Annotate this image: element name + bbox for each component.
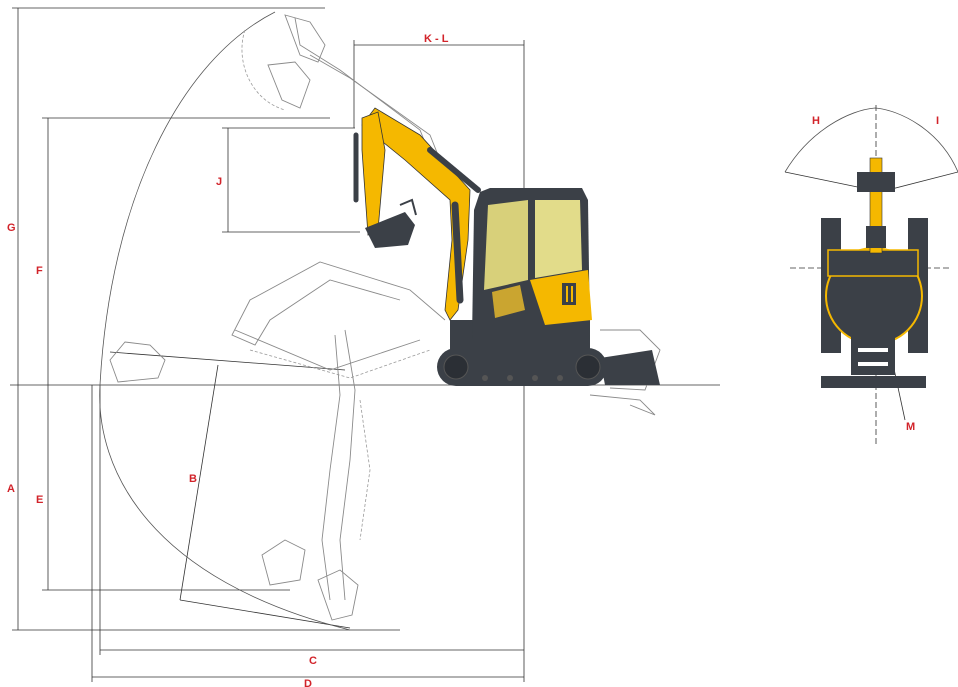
label-f: F (36, 265, 43, 277)
dimension-lines (10, 7, 720, 682)
excavator-side-view (353, 107, 660, 386)
stick (361, 111, 386, 236)
label-c: C (309, 655, 317, 667)
engine-cover (530, 270, 592, 325)
label-m: M (906, 421, 915, 433)
front-blade (821, 376, 926, 388)
label-i: I (936, 115, 939, 127)
label-h: H (812, 115, 820, 127)
label-e: E (36, 494, 43, 506)
bucket (365, 212, 415, 248)
label-kl: K - L (424, 33, 449, 45)
label-a: A (7, 483, 15, 495)
label-g: G (7, 222, 16, 234)
track (437, 348, 607, 386)
label-j: J (216, 176, 222, 188)
label-d: D (304, 678, 312, 687)
label-b: B (189, 473, 197, 485)
swing-arc (784, 107, 958, 173)
excavator-front-view (784, 105, 958, 445)
dozer-blade (600, 350, 660, 385)
reach-arc (99, 11, 351, 631)
dimension-labels: G F A E B J K - L C D H I M (7, 33, 939, 687)
dim-line-b (179, 364, 219, 601)
